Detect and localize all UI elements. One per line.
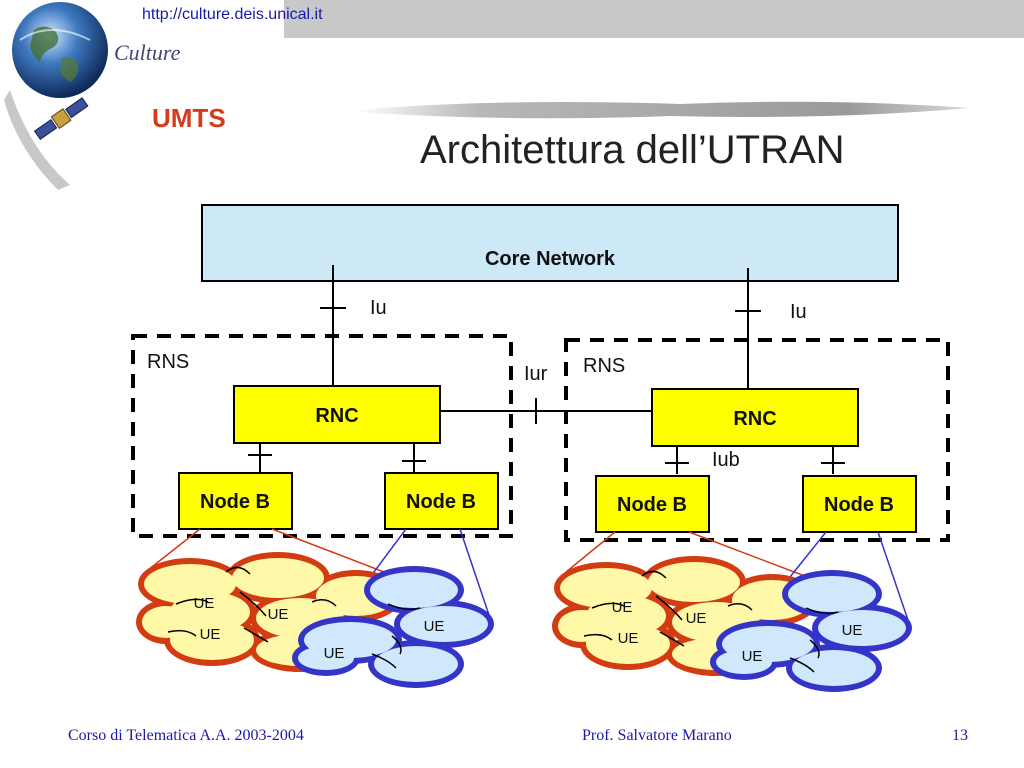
ue-label: UE xyxy=(686,610,707,627)
core-network-box xyxy=(201,204,899,282)
globe-logo-icon xyxy=(4,2,108,190)
node-b-label: Node B xyxy=(824,494,894,516)
title-brush-stroke xyxy=(355,101,970,119)
iu-label-right: Iu xyxy=(790,301,807,323)
ue-label: UE xyxy=(612,599,633,616)
cell-cluster-right-blue: UE UE xyxy=(710,570,912,692)
footer-author: Prof. Salvatore Marano xyxy=(582,727,732,744)
iub-label: Iub xyxy=(712,449,740,471)
node-b-box xyxy=(384,472,499,530)
rns-box-right xyxy=(564,338,950,542)
logo-text: Culture xyxy=(114,40,181,65)
core-network-label: Core Network xyxy=(485,248,616,270)
ue-label: UE xyxy=(618,630,639,647)
slide-title: Architettura dell’UTRAN xyxy=(420,128,845,172)
footer-page-number: 13 xyxy=(952,727,968,744)
url-link[interactable]: http://culture.deis.unical.it xyxy=(142,6,323,23)
cell-cluster-left-blue: UE UE xyxy=(292,566,494,688)
ue-label: UE xyxy=(200,626,221,643)
node-b-box xyxy=(178,472,293,530)
rnc-label-right: RNC xyxy=(733,408,776,430)
rns-label-left: RNS xyxy=(147,351,189,373)
ue-label: UE xyxy=(268,606,289,623)
node-b-box xyxy=(802,475,917,533)
rns-label-right: RNS xyxy=(583,355,625,377)
header-bar xyxy=(138,0,1024,38)
rnc-label-left: RNC xyxy=(315,405,358,427)
node-b-label: Node B xyxy=(617,494,687,516)
ue-label: UE xyxy=(324,645,345,662)
iur-label: Iur xyxy=(524,363,548,385)
ue-label: UE xyxy=(742,648,763,665)
node-b-box xyxy=(595,475,710,533)
rnc-box-right xyxy=(651,388,859,447)
ue-label: UE xyxy=(424,618,445,635)
ue-label: UE xyxy=(194,595,215,612)
ue-label: UE xyxy=(842,622,863,639)
node-b-label: Node B xyxy=(200,491,270,513)
node-b-label: Node B xyxy=(406,491,476,513)
section-title: UMTS xyxy=(152,103,226,133)
footer-course: Corso di Telematica A.A. 2003-2004 xyxy=(68,727,304,744)
rns-box-left xyxy=(131,334,513,538)
rnc-box-left xyxy=(233,385,441,444)
iu-label-left: Iu xyxy=(370,297,387,319)
